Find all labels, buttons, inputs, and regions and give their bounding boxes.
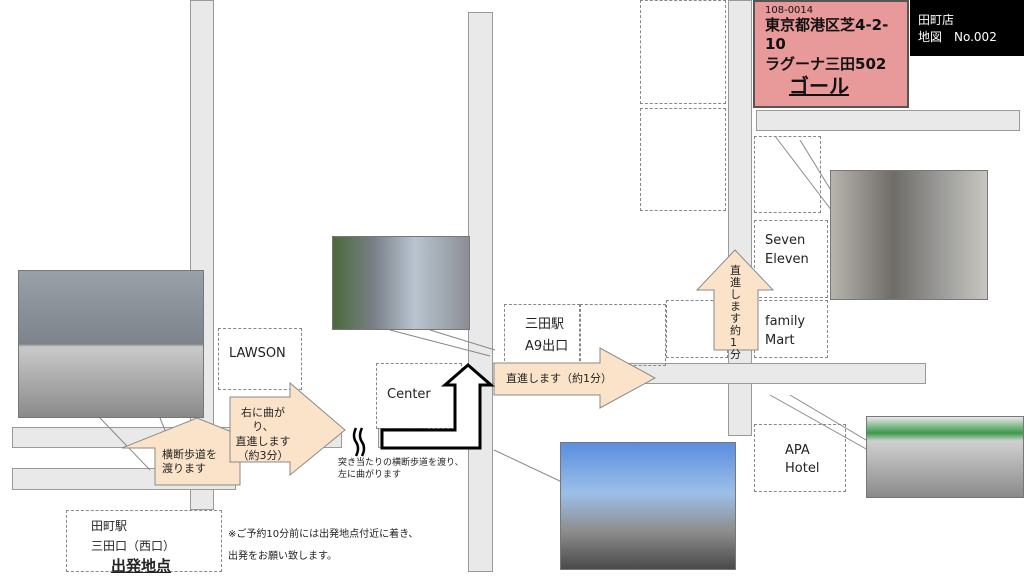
family-label-1: family bbox=[765, 314, 806, 329]
family-label-2: Mart bbox=[765, 333, 795, 348]
photo-goal-building bbox=[830, 170, 988, 300]
apa-hotel: APA Hotel bbox=[754, 424, 846, 492]
instruction-line1: 突き当たりの横断歩道を渡り、 bbox=[338, 458, 464, 468]
straight-1min-text: 直進します（約1分） bbox=[506, 372, 612, 385]
crosswalk-text-1: 横断歩道を bbox=[162, 448, 217, 461]
turn-right-text-1: 右に曲がり、 bbox=[241, 406, 285, 434]
store-header: 田町店 地図 No.002 bbox=[910, 0, 1024, 56]
start-line2: 三田口（西口） bbox=[91, 539, 176, 553]
note-text: ※ご予約10分前には出発地点付近に着き、 出発をお願い致します。 bbox=[228, 524, 418, 568]
start-line1: 田町駅 bbox=[91, 519, 128, 533]
lawson: LAWSON bbox=[218, 328, 302, 390]
store-name: 田町店 bbox=[918, 13, 955, 27]
photo-buildings bbox=[560, 442, 736, 570]
instruction-text: 突き当たりの横断歩道を渡り、 左に曲がります bbox=[338, 458, 464, 481]
road-top-right bbox=[756, 110, 1020, 131]
turn-right-text: 右に曲がり、 直進します （約3分） bbox=[233, 406, 293, 463]
crosswalk-text: 横断歩道を 渡ります bbox=[162, 448, 217, 477]
arrow-vertical bbox=[695, 249, 775, 351]
goal-address-2: 10 bbox=[765, 35, 786, 53]
arrow-straight-1min bbox=[493, 347, 657, 409]
apa-label-2: Hotel bbox=[785, 461, 820, 476]
building-block bbox=[640, 108, 726, 211]
start-label: 出発地点 bbox=[111, 557, 172, 575]
goal-label: ゴール bbox=[789, 74, 849, 98]
note-line1: ※ご予約10分前には出発地点付近に着き、 bbox=[228, 529, 419, 540]
goal-address-1: 東京都港区芝4-2- bbox=[765, 16, 889, 34]
center-label: Center bbox=[387, 387, 431, 402]
crosswalk-text-2: 渡ります bbox=[162, 462, 206, 476]
goal-postal: 108-0014 bbox=[765, 5, 814, 16]
building-block bbox=[640, 0, 726, 104]
lawson-label: LAWSON bbox=[229, 346, 286, 361]
photo-familymart bbox=[866, 416, 1024, 498]
break-mark-icon bbox=[352, 427, 366, 457]
seven-label-2: Eleven bbox=[765, 252, 809, 267]
map-number: 地図 No.002 bbox=[918, 30, 997, 44]
arrow-turn-right bbox=[229, 381, 346, 477]
turn-right-text-3: （約3分） bbox=[237, 448, 289, 462]
turn-right-text-2: 直進します bbox=[235, 434, 291, 448]
goal-box: 108-0014 東京都港区芝4-2- 10 ラグーナ三田502 ゴール bbox=[753, 0, 909, 108]
mita-label-2: A9出口 bbox=[525, 339, 569, 354]
seven-label-1: Seven bbox=[765, 233, 806, 248]
note-line2: 出発をお願い致します。 bbox=[228, 551, 337, 562]
vertical-arrow-text: 直進します約1分 bbox=[730, 264, 741, 361]
photo-crosswalk bbox=[18, 270, 204, 418]
apa-label-1: APA bbox=[785, 443, 810, 458]
mita-label-1: 三田駅 bbox=[525, 317, 565, 332]
instruction-line2: 左に曲がります bbox=[338, 469, 402, 480]
building-block bbox=[754, 136, 821, 213]
seven-eleven: Seven Eleven bbox=[754, 220, 828, 298]
goal-building: ラグーナ三田502 bbox=[765, 55, 887, 73]
photo-street bbox=[332, 236, 470, 330]
arrow-turn-left bbox=[380, 363, 496, 450]
